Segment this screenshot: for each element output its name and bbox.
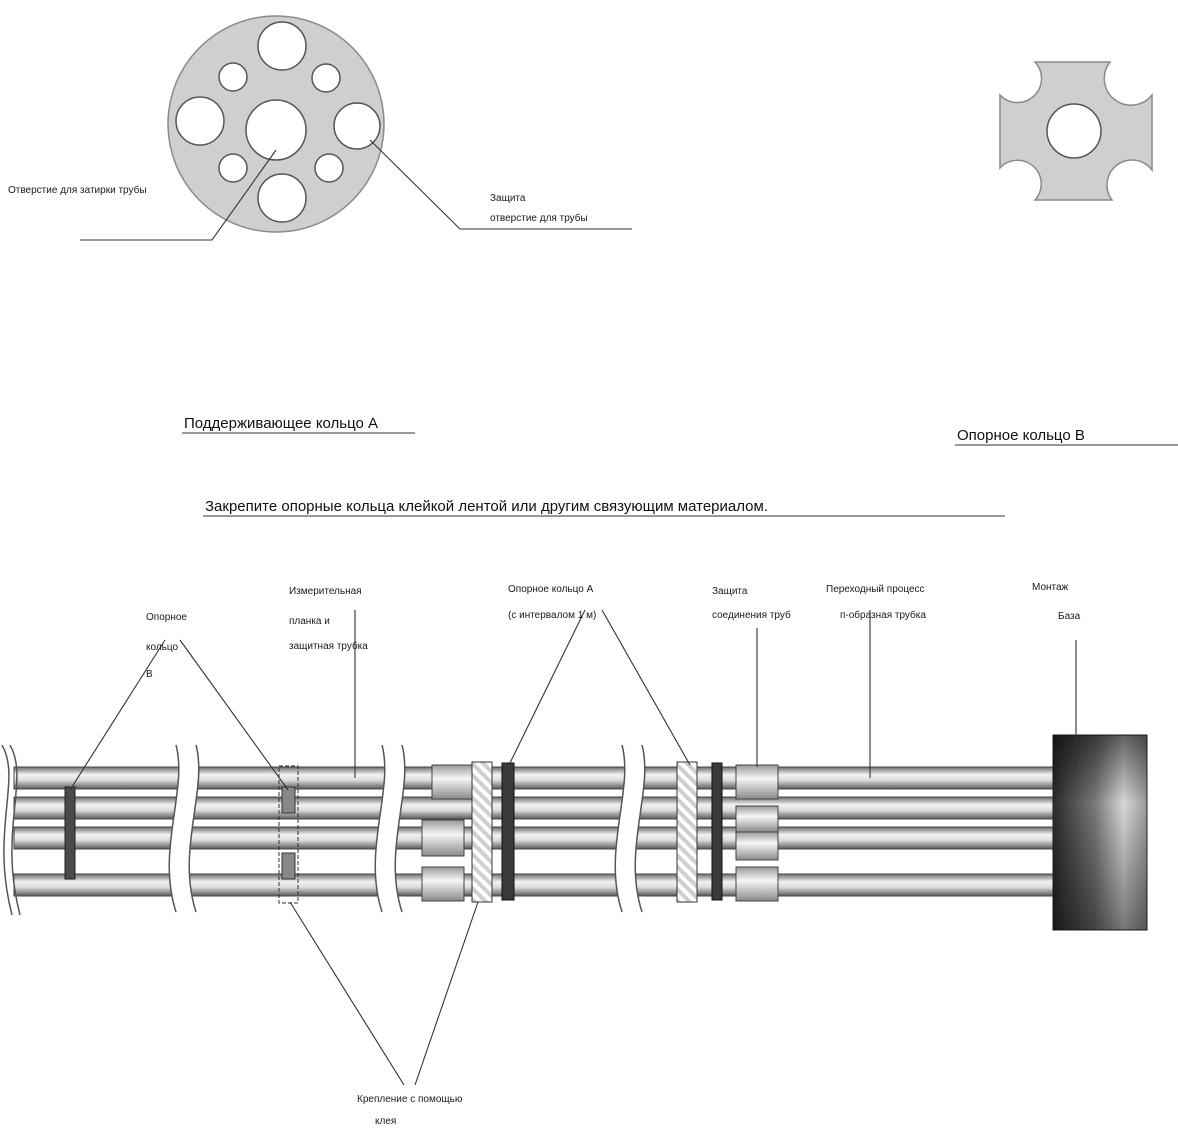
instruction-text: Закрепите опорные кольца клейкой лентой … — [205, 498, 768, 515]
label-ring-b-1: Опорное — [146, 612, 187, 623]
glue-band — [676, 761, 698, 903]
label-measuring-3: защитная трубка — [289, 640, 368, 652]
assembly-labels: Опорное кольцо В Измерительная планка и … — [146, 582, 1081, 1127]
caption-ring-a: Поддерживающее кольцо А — [184, 415, 378, 432]
label-mount-2: База — [1058, 611, 1081, 622]
mounting-base-shade — [1053, 735, 1147, 930]
ring-a-small-hole — [311, 63, 341, 93]
label-measuring-2: планка и — [289, 616, 330, 627]
leader-ring-a — [508, 609, 586, 766]
ring-a-hole — [175, 96, 225, 146]
pipe-assembly — [1, 734, 1148, 931]
label-protect-line2: отверстие для трубы — [490, 212, 588, 224]
ring-b-center-hole — [1046, 103, 1102, 159]
glue-band — [471, 761, 493, 903]
joint-sleeve — [735, 866, 779, 902]
support-ring-a-bar — [501, 762, 515, 901]
label-ring-b-3: В — [146, 669, 153, 680]
joint-sleeve — [735, 805, 779, 833]
pipe-2 — [13, 796, 1057, 820]
label-protect-line1: Защита — [490, 193, 526, 204]
label-mount-1: Монтаж — [1032, 582, 1069, 593]
leader-hole-tie — [80, 149, 277, 241]
ring-a-protect-hole — [333, 102, 381, 150]
measuring-plate — [281, 852, 296, 880]
pipe-1 — [13, 766, 1057, 790]
label-ring-a-1: Опорное кольцо А — [508, 584, 594, 595]
support-ring-b — [999, 61, 1153, 201]
leader-ring-a — [601, 609, 691, 766]
break-mark — [374, 744, 406, 913]
coupler — [431, 764, 473, 800]
leader-glue — [414, 901, 479, 1086]
ring-a-center-hole — [245, 99, 307, 161]
assembly-leaders — [69, 609, 1077, 1086]
label-ring-b-2: кольцо — [146, 642, 178, 653]
joint-sleeve — [735, 831, 779, 861]
label-glue-2: клея — [375, 1116, 396, 1127]
leader-ring-b — [69, 639, 166, 791]
ring-a-hole — [257, 173, 307, 223]
ring-a-small-hole — [218, 153, 248, 183]
support-ring-a: Отверстие для затирки трубы Защита отвер… — [8, 15, 632, 241]
leader-glue — [289, 901, 405, 1086]
measuring-plate-box — [278, 765, 299, 904]
label-transition-2: п-образная трубка — [840, 609, 926, 621]
break-mark — [1, 744, 21, 916]
ring-a-hole — [257, 21, 307, 71]
label-hole-tie: Отверстие для затирки трубы — [8, 184, 147, 196]
label-joint-2: соединения труб — [712, 609, 791, 621]
coupler — [421, 819, 465, 857]
caption-ring-b: Опорное кольцо В — [957, 427, 1085, 444]
label-joint-1: Защита — [712, 586, 748, 597]
label-transition-1: Переходный процесс — [826, 584, 925, 595]
label-ring-a-2: (с интервалом 1 м) — [508, 610, 596, 621]
support-ring-b-bar — [64, 786, 76, 880]
ring-a-small-hole — [314, 153, 344, 183]
support-ring-a-bar — [711, 762, 723, 901]
joint-sleeve — [735, 764, 779, 800]
coupler — [421, 866, 465, 902]
label-glue-1: Крепление с помощью — [357, 1094, 463, 1105]
leader-protect — [369, 139, 632, 230]
leader-ring-b — [179, 639, 289, 791]
label-measuring-1: Измерительная — [289, 586, 362, 597]
break-mark — [614, 744, 646, 913]
measuring-plate — [281, 786, 296, 814]
ring-a-small-hole — [218, 62, 248, 92]
break-mark — [168, 744, 200, 913]
